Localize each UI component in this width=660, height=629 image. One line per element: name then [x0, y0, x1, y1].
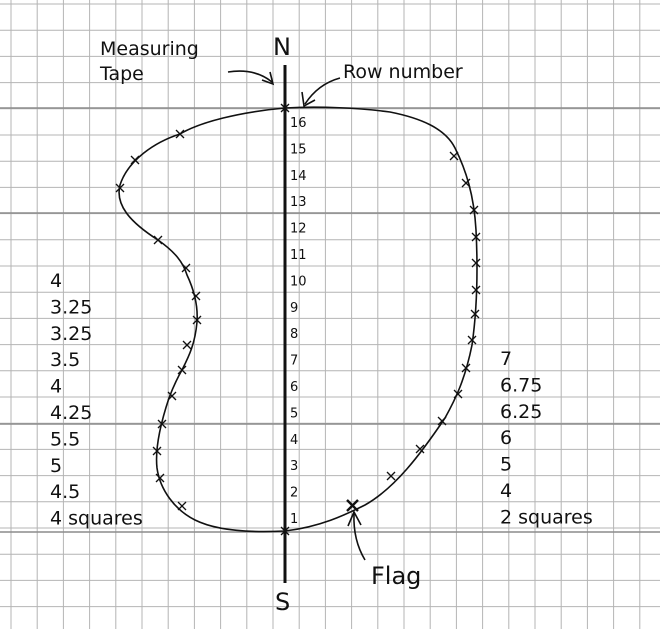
- tape-arrow-head: [261, 71, 275, 86]
- flag-marker: [346, 499, 359, 512]
- row-number-arrow: [304, 77, 341, 105]
- row-number: 5: [290, 406, 298, 421]
- right-measurement: 2 squares: [500, 506, 593, 528]
- tick-mark: [175, 129, 185, 139]
- left-measurement: 3.25: [50, 296, 92, 318]
- tick-mark: [461, 363, 471, 373]
- flag-label: Flag: [371, 562, 421, 590]
- tick-mark: [177, 501, 187, 511]
- measuring-label: Measuring: [100, 38, 199, 60]
- south-label: S: [275, 588, 290, 616]
- left-measurement: 3.25: [50, 323, 92, 345]
- row-number: 11: [290, 248, 307, 263]
- outline-tick-marks: [115, 103, 481, 536]
- north-label: N: [273, 33, 291, 61]
- tick-mark: [471, 232, 481, 242]
- flag-arrow-head: [347, 510, 362, 527]
- tick-mark: [470, 309, 480, 319]
- right-measurement: 5: [500, 454, 512, 476]
- tick-mark: [152, 446, 162, 456]
- tick-mark: [155, 473, 165, 483]
- row-number: 9: [290, 301, 298, 316]
- flag-arrow: [353, 513, 366, 561]
- tick-mark: [437, 416, 447, 426]
- left-measurement: 4 squares: [50, 508, 143, 530]
- tick-mark: [471, 285, 481, 295]
- tick-mark: [280, 526, 290, 536]
- plot-outline: [118, 106, 478, 533]
- right-measurement: 6.75: [500, 374, 542, 396]
- right-measurement: 7: [500, 348, 512, 370]
- left-measurement: 5.5: [50, 428, 80, 450]
- row-number-column: 16 15 14 13 12 11 10 9 8 7 6 5 4 3 2 1: [290, 116, 307, 527]
- row-number-arrow-head: [301, 91, 316, 108]
- row-number: 2: [290, 486, 298, 501]
- left-measurement: 4.25: [50, 402, 92, 424]
- row-number: 13: [290, 195, 307, 210]
- row-number: 12: [290, 222, 307, 237]
- left-measurement: 4.5: [50, 481, 80, 503]
- tick-mark: [153, 235, 163, 245]
- tick-mark: [471, 258, 481, 268]
- right-measurement: 4: [500, 480, 512, 502]
- tick-mark: [449, 151, 459, 161]
- left-measurement: 3.5: [50, 349, 80, 371]
- tick-mark: [469, 205, 479, 215]
- left-measurement: 4: [50, 270, 62, 292]
- tick-mark: [157, 419, 167, 429]
- tick-mark: [181, 263, 191, 273]
- tick-mark: [386, 471, 396, 481]
- row-number: 10: [290, 274, 307, 289]
- tape-label: Tape: [99, 63, 144, 85]
- tick-mark: [192, 315, 202, 325]
- tick-mark: [461, 178, 471, 188]
- right-measurements: 7 6.75 6.25 6 5 4 2 squares: [500, 348, 593, 528]
- row-number-label: Row number: [343, 61, 463, 83]
- left-measurement: 5: [50, 455, 62, 477]
- left-measurement: 4: [50, 376, 62, 398]
- row-number: 4: [290, 433, 298, 448]
- tick-mark: [415, 444, 425, 454]
- row-number: 8: [290, 327, 298, 342]
- right-measurement: 6: [500, 427, 512, 449]
- row-number: 1: [290, 512, 298, 527]
- tick-mark: [467, 335, 477, 345]
- tape-arrow: [227, 70, 273, 83]
- row-number: 6: [290, 380, 298, 395]
- tick-mark: [177, 365, 187, 375]
- tick-mark: [453, 389, 463, 399]
- tick-mark: [191, 291, 201, 301]
- row-number: 14: [290, 169, 307, 184]
- tick-mark: [182, 340, 192, 350]
- right-measurement: 6.25: [500, 401, 542, 423]
- left-measurements: 4 3.25 3.25 3.5 4 4.25 5.5 5 4.5 4 squares: [50, 270, 143, 530]
- tick-mark: [130, 155, 140, 165]
- row-number: 7: [290, 354, 298, 369]
- tick-mark: [280, 103, 290, 113]
- tick-mark: [115, 183, 125, 193]
- tick-mark: [167, 391, 177, 401]
- row-number: 15: [290, 142, 307, 157]
- row-number: 3: [290, 459, 298, 474]
- row-number: 16: [290, 116, 307, 131]
